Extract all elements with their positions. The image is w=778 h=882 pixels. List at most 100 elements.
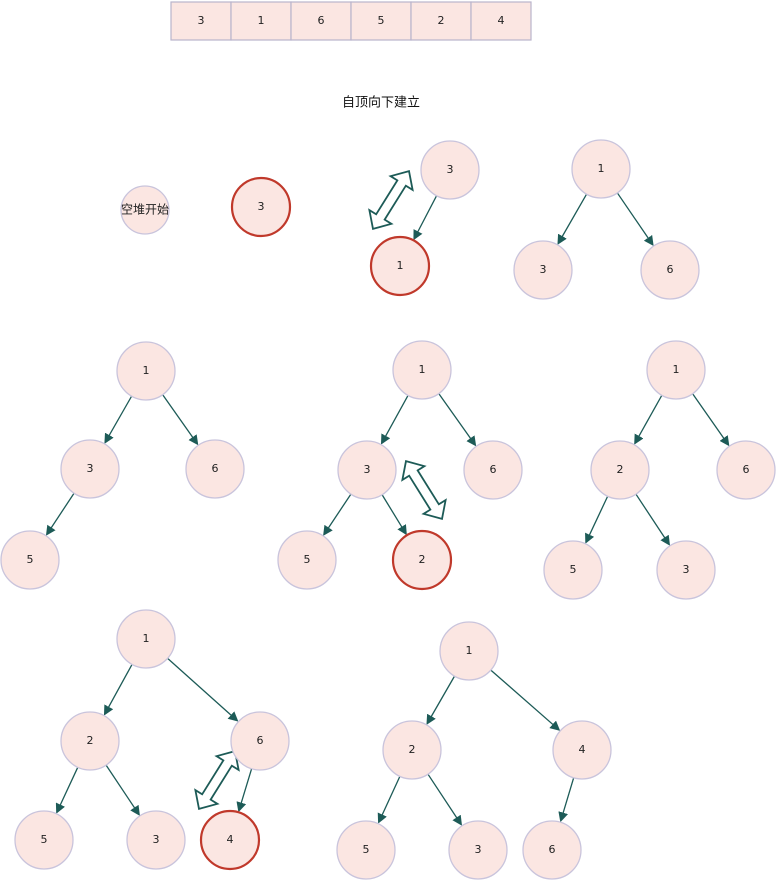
edge-step7-0-2 — [490, 669, 561, 731]
heap-node-value-step3-3: 5 — [27, 553, 34, 566]
heap-node-value-step6-4: 3 — [153, 833, 160, 846]
heap-node-step0-0 — [230, 176, 292, 238]
heap-node-value-step7-0: 1 — [466, 644, 473, 657]
heap-node-value-step6-3: 5 — [41, 833, 48, 846]
heap-node-value-step5-0: 1 — [673, 363, 680, 376]
edge-step3-0-2 — [162, 394, 199, 446]
array-value-2: 6 — [318, 14, 325, 27]
heap-node-step5-0 — [646, 340, 706, 400]
edge-step4-1-4 — [381, 494, 407, 536]
edge-step6-0-2 — [167, 657, 239, 722]
heap-node-value-step5-4: 3 — [683, 563, 690, 576]
heap-node-value-step6-1: 2 — [87, 734, 94, 747]
heap-node-value-step0-0: 3 — [258, 200, 265, 213]
array-strip: 3 1 6 5 2 4 — [170, 1, 532, 41]
heap-node-value-step7-4: 3 — [475, 843, 482, 856]
heap-node-step2-1 — [513, 240, 573, 300]
heap-node-step6-4 — [126, 810, 186, 870]
array-value-3: 5 — [378, 14, 385, 27]
heap-node-step6-5 — [199, 809, 261, 871]
heap-node-value-step1-0: 3 — [447, 163, 454, 176]
heap-node-step2-2 — [640, 240, 700, 300]
heap-node-step1-0 — [420, 140, 480, 200]
heap-node-step3-2 — [185, 439, 245, 499]
heap-node-step4-0 — [392, 340, 452, 400]
heap-node-value-step7-3: 5 — [363, 843, 370, 856]
heap-node-step4-4 — [391, 529, 453, 591]
edge-step7-0-1 — [426, 675, 456, 725]
empty-heap: 空堆开始 — [120, 185, 170, 235]
heap-node-step6-1 — [60, 711, 120, 771]
heap-node-value-step2-1: 3 — [540, 263, 547, 276]
edge-step7-2-5 — [558, 777, 575, 823]
edge-step6-0-1 — [103, 664, 133, 716]
heap-node-value-step6-2: 6 — [257, 734, 264, 747]
heap-node-value-step6-5: 4 — [227, 833, 234, 846]
heap-node-value-step4-2: 6 — [490, 463, 497, 476]
heap-node-step5-3 — [543, 540, 603, 600]
heap-node-value-step3-2: 6 — [212, 462, 219, 475]
heap-node-value-step4-0: 1 — [419, 363, 426, 376]
heap-node-value-step4-1: 3 — [364, 463, 371, 476]
edge-step2-0-1 — [557, 193, 588, 245]
heap-node-value-step4-3: 5 — [304, 553, 311, 566]
edge-step7-1-3 — [377, 776, 401, 824]
array-value-5: 4 — [498, 14, 505, 27]
edge-step5-0-1 — [634, 394, 663, 445]
heap-node-step4-1 — [337, 440, 397, 500]
heap-node-value-step6-0: 1 — [143, 632, 150, 645]
heap-node-step7-0 — [439, 621, 499, 681]
heap-node-step5-1 — [590, 440, 650, 500]
edge-step6-1-4 — [105, 764, 140, 816]
edge-step6-2-5 — [236, 768, 253, 813]
heap-node-step6-2 — [230, 711, 290, 771]
swap-arrow-step4-icon — [401, 460, 447, 520]
heap-node-value-step5-1: 2 — [617, 463, 624, 476]
array-cell-2 — [290, 1, 352, 41]
empty-heap-node — [120, 185, 170, 235]
heap-node-value-step5-3: 5 — [570, 563, 577, 576]
heap-node-step3-1 — [60, 439, 120, 499]
heap-node-step7-3 — [336, 820, 396, 880]
heap-node-step4-2 — [463, 440, 523, 500]
edge-step4-1-3 — [323, 493, 352, 536]
edge-step5-1-4 — [635, 493, 671, 546]
array-cell-5 — [470, 1, 532, 41]
heap-node-value-step3-0: 1 — [143, 364, 150, 377]
edge-step5-1-3 — [585, 495, 609, 544]
heap-node-step3-3 — [0, 530, 60, 590]
edge-step4-0-1 — [380, 395, 409, 445]
edge-step2-0-2 — [616, 192, 654, 247]
heap-node-value-step7-1: 2 — [409, 743, 416, 756]
array-value-1: 1 — [258, 14, 265, 27]
heap-node-step2-0 — [571, 139, 631, 199]
array-cell-1 — [230, 1, 292, 41]
edge-step7-1-4 — [427, 773, 463, 826]
edge-step6-1-3 — [55, 767, 79, 814]
edge-step3-0-1 — [104, 395, 133, 444]
heap-node-value-step7-2: 4 — [579, 743, 586, 756]
heap-node-value-step5-2: 6 — [743, 463, 750, 476]
heap-node-step5-2 — [716, 440, 776, 500]
array-cell-4 — [410, 1, 472, 41]
heap-node-step5-4 — [656, 540, 716, 600]
tree-edges — [45, 192, 730, 826]
array-value-4: 2 — [438, 14, 445, 27]
array-value-0: 3 — [198, 14, 205, 27]
heap-node-step1-1 — [369, 235, 431, 297]
diagram-title: 自顶向下建立 — [342, 95, 420, 111]
empty-heap-label: 空堆开始 — [121, 203, 169, 217]
heap-node-value-step1-1: 1 — [397, 259, 404, 272]
array-cell-0 — [170, 1, 232, 41]
edge-step3-1-3 — [45, 492, 75, 536]
heap-node-value-step2-2: 6 — [667, 263, 674, 276]
edge-step5-0-2 — [692, 393, 730, 447]
heap-node-value-step7-5: 6 — [549, 843, 556, 856]
heap-node-value-step4-4: 2 — [419, 553, 426, 566]
heap-node-step7-1 — [382, 720, 442, 780]
heap-node-step6-0 — [116, 609, 176, 669]
heap-node-step6-3 — [14, 810, 74, 870]
edge-step1-0-1 — [413, 195, 438, 241]
